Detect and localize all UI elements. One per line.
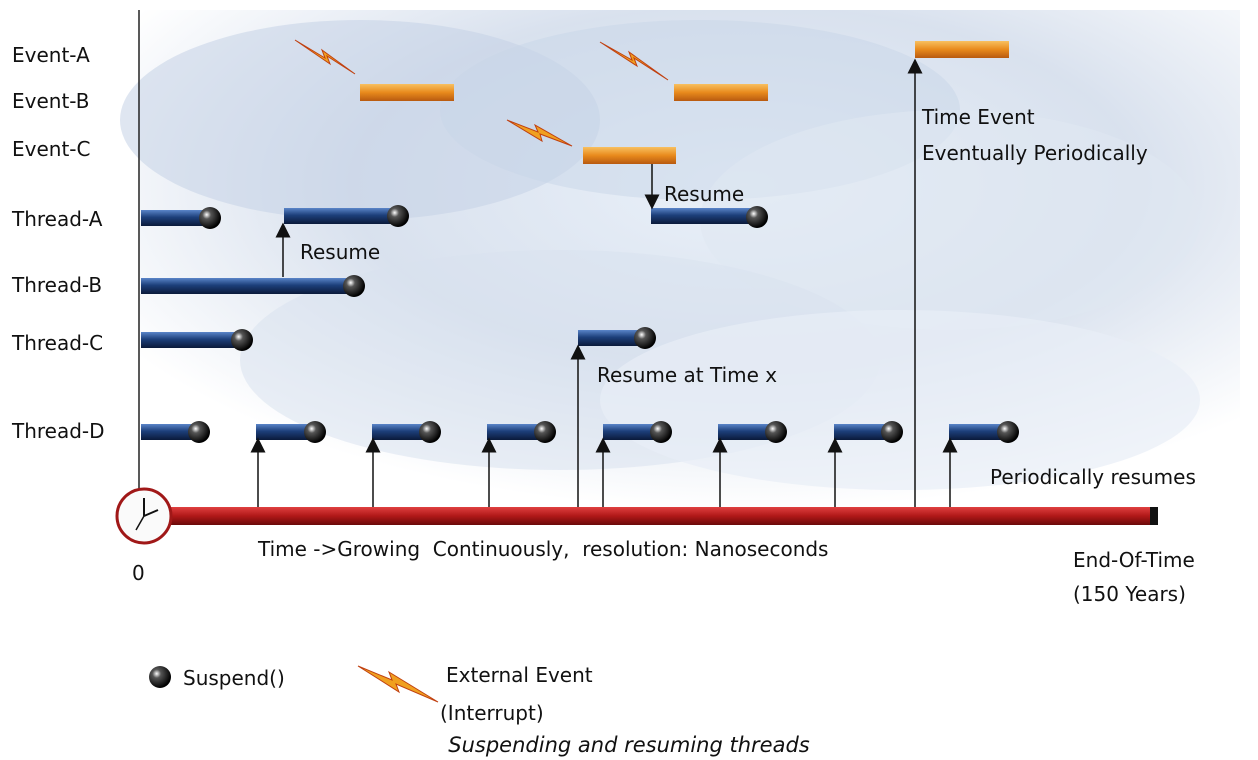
annotation-eventually-periodically: Eventually Periodically xyxy=(922,141,1148,165)
row-label-thread-a: Thread-A xyxy=(11,207,103,231)
suspend-icon xyxy=(199,207,221,229)
thread-d-bar xyxy=(372,424,430,440)
thread-a-bar-3 xyxy=(651,208,757,224)
annotation-resume-thread-a: Resume xyxy=(300,240,380,264)
end-of-time-label: End-Of-Time xyxy=(1073,548,1195,572)
clock-icon xyxy=(115,487,173,545)
legend: Suspend() External Event (Interrupt) xyxy=(149,663,593,725)
suspend-icon xyxy=(765,421,787,443)
event-bar-a xyxy=(915,41,1009,58)
lightning-icon xyxy=(294,39,356,75)
lightning-icon xyxy=(357,665,439,703)
suspend-icon xyxy=(634,327,656,349)
annotation-resume-event-c: Resume xyxy=(664,182,744,206)
suspend-icon xyxy=(149,666,171,688)
annotation-resume-time-x: Resume at Time x xyxy=(597,363,777,387)
legend-suspend-label: Suspend() xyxy=(183,666,285,690)
thread-d-bar xyxy=(949,424,1007,440)
row-label-thread-b: Thread-B xyxy=(11,273,102,297)
thread-d-bar xyxy=(256,424,314,440)
row-label-event-b: Event-B xyxy=(12,89,90,113)
suspend-icon xyxy=(188,421,210,443)
thread-d-bar xyxy=(834,424,892,440)
suspend-icon xyxy=(343,275,365,297)
end-of-time-years-label: (150 Years) xyxy=(1073,582,1186,606)
legend-external-event-label: External Event xyxy=(446,663,593,687)
thread-d-bars xyxy=(141,421,1019,443)
suspend-icon xyxy=(534,421,556,443)
thread-d-bar xyxy=(487,424,545,440)
thread-b-bar xyxy=(141,278,353,294)
timeline-bar xyxy=(160,507,1158,525)
suspend-icon xyxy=(304,421,326,443)
timeline-axis-label: Time ->Growing Continuously, resolution:… xyxy=(257,537,828,561)
row-label-thread-c: Thread-C xyxy=(11,331,103,355)
legend-interrupt-label: (Interrupt) xyxy=(440,701,544,725)
thread-c-bar-1 xyxy=(141,332,241,348)
annotation-time-event: Time Event xyxy=(921,105,1035,129)
figure-caption: Suspending and resuming threads xyxy=(448,733,810,757)
event-bar-b-2 xyxy=(674,84,768,101)
row-label-event-c: Event-C xyxy=(12,137,90,161)
resume-arrows xyxy=(250,58,958,510)
thread-a-bar-2 xyxy=(284,208,398,224)
suspend-icon xyxy=(650,421,672,443)
annotation-periodically-resumes: Periodically resumes xyxy=(990,465,1196,489)
event-bar-b-1 xyxy=(360,84,454,101)
suspend-icon xyxy=(231,329,253,351)
row-label-event-a: Event-A xyxy=(12,43,90,67)
thread-d-bar xyxy=(718,424,776,440)
lightning-icon xyxy=(599,41,669,81)
suspend-icon xyxy=(881,421,903,443)
suspend-icon xyxy=(387,205,409,227)
thread-d-bar xyxy=(141,424,199,440)
timeline-end-cap xyxy=(1150,507,1158,525)
thread-d-bar xyxy=(603,424,661,440)
thread-c-bar-2 xyxy=(578,330,644,346)
lightning-icon xyxy=(506,119,573,147)
suspend-icon xyxy=(746,206,768,228)
suspend-icon xyxy=(997,421,1019,443)
timeline-origin-label: 0 xyxy=(132,561,145,585)
thread-a-bar-1 xyxy=(141,210,209,226)
row-label-thread-d: Thread-D xyxy=(11,419,105,443)
event-bar-c xyxy=(583,147,676,164)
suspend-icon xyxy=(419,421,441,443)
